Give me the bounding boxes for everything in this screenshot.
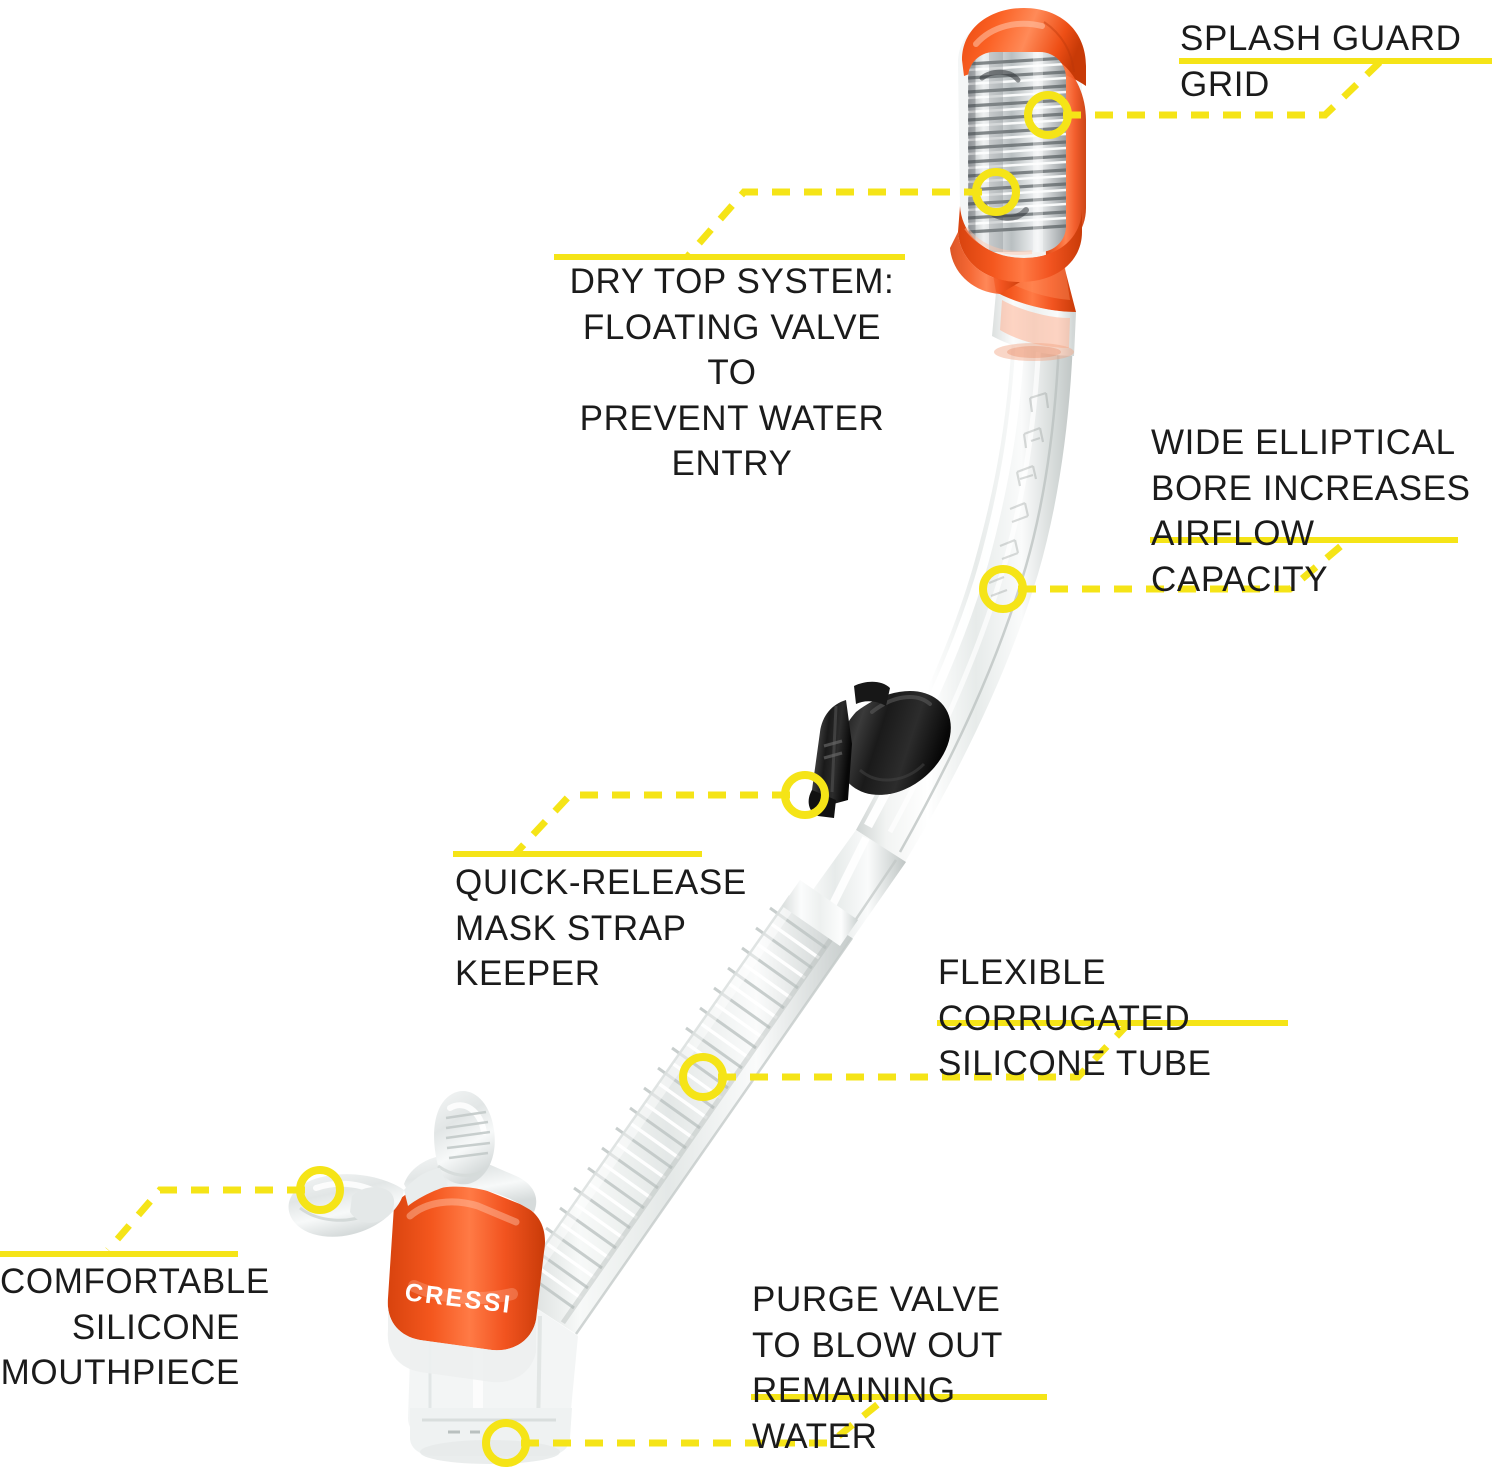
marker-splash-guard-upper (1024, 91, 1072, 139)
leader-strap-keeper (513, 791, 790, 856)
marker-dry-top-valve (972, 168, 1020, 216)
marker-corrugated-tube (679, 1053, 727, 1101)
marker-purge-valve (482, 1419, 530, 1467)
silicone-mouthpiece-assembly: CRESSI (288, 1091, 578, 1464)
leader-dry-top (685, 188, 982, 259)
svg-text:CRESSI: CRESSI (403, 1278, 514, 1319)
callout-quick-release-mask-strap-keeper: QUICK-RELEASE MASK STRAP KEEPER (455, 863, 747, 993)
marker-mouthpiece (296, 1166, 344, 1214)
quick-release-strap-keeper (808, 681, 951, 818)
splash-guard-grid (950, 8, 1086, 294)
rule-purge-valve (751, 1394, 1047, 1400)
rule-dry-top-system (554, 254, 905, 260)
marker-wide-bore (979, 565, 1027, 613)
snorkel-mid-tube (748, 830, 906, 1014)
callout-dry-top-system: DRY TOP SYSTEM: FLOATING VALVE TO PREVEN… (569, 262, 895, 483)
cressi-wordmark: CRESSI (403, 1278, 514, 1319)
rule-comfortable-silicone-mouthpiece (0, 1251, 238, 1257)
leader-mouthpiece (105, 1186, 305, 1253)
marker-strap-keeper (781, 771, 829, 819)
callout-splash-guard-grid: SPLASH GUARD GRID (1180, 19, 1462, 104)
rule-wide-elliptical-bore (1150, 537, 1458, 543)
rule-flexible-corrugated-silicone-tube (937, 1020, 1288, 1026)
dry-top-valve-housing (985, 228, 1076, 361)
rule-quick-release-mask-strap-keeper (453, 851, 702, 857)
callout-purge-valve: PURGE VALVE TO BLOW OUT REMAINING WATER (752, 1280, 1003, 1456)
rule-splash-guard-grid (1179, 58, 1492, 64)
callout-wide-elliptical-bore: WIDE ELLIPTICAL BORE INCREASES AIRFLOW C… (1151, 423, 1471, 599)
callout-flexible-corrugated-silicone-tube: FLEXIBLE CORRUGATED SILICONE TUBE (938, 953, 1212, 1083)
callout-comfortable-silicone-mouthpiece: COMFORTABLE SILICONE MOUTHPIECE (0, 1262, 270, 1392)
